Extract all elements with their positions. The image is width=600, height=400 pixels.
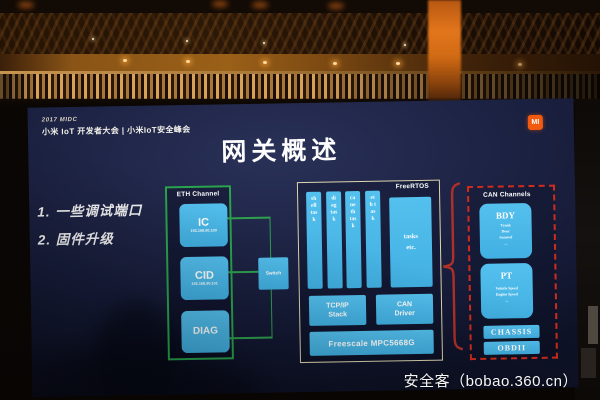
bdy-item-sunroof: Sunroof xyxy=(499,235,513,240)
bdy-more: ... xyxy=(504,241,508,246)
task-column-diag: diag task xyxy=(326,191,343,289)
node-ic-ip: 192.168.90.100 xyxy=(190,228,217,234)
connector-diag-switch xyxy=(229,336,273,339)
ceiling-light xyxy=(333,62,337,65)
node-obdii: OBDII xyxy=(483,340,540,355)
can-channels-label: CAN Channels xyxy=(483,191,531,199)
connector-ic-switch-vertical xyxy=(268,216,272,259)
ceiling-light xyxy=(123,59,127,62)
slide-title: 网关概述 xyxy=(221,136,342,167)
tasks-etc-box: tasks etc. xyxy=(389,196,433,288)
task-column-shell-text: shell task xyxy=(310,195,318,223)
ceiling-glow xyxy=(212,1,228,7)
task-column-caneth: caneth task xyxy=(345,190,362,289)
task-column-shell: shell task xyxy=(306,191,323,289)
light-reflection-strip xyxy=(428,0,461,104)
ceiling-glow xyxy=(252,2,268,8)
connector-cid-switch xyxy=(228,270,259,273)
event-badge: 2017 MIDC xyxy=(41,116,78,124)
freescale-chip-box: Freescale MPC5668G xyxy=(309,329,434,356)
node-pt-name: PT xyxy=(500,270,513,281)
ceiling-light xyxy=(396,62,400,65)
chair-back xyxy=(588,306,598,344)
ceiling-gold-line xyxy=(0,71,600,74)
can-brace-connector-icon xyxy=(443,182,464,351)
node-pt: PT Vehicle Speed Engine Speed ... xyxy=(480,263,534,319)
task-column-diag-text: diag task xyxy=(330,195,338,223)
node-diag: DIAG xyxy=(181,310,230,354)
tcpip-stack-box: TCP/IP Stack xyxy=(308,294,367,326)
node-cid: CID 192.168.90.101 xyxy=(180,256,229,301)
node-ic: IC 192.168.90.100 xyxy=(179,203,228,248)
ceiling-glow xyxy=(18,2,34,8)
node-bdy-items: Trunk Door Sunroof ... xyxy=(499,223,512,247)
task-column-caneth-text: caneth task xyxy=(349,195,357,229)
tasks-etc-text: tasks etc. xyxy=(403,232,418,252)
eth-channel-label: ETH Channel xyxy=(176,190,220,199)
node-diag-name: DIAG xyxy=(192,325,219,337)
watermark: 安全客（bobao.360.cn） xyxy=(403,373,578,390)
can-driver-text: CAN Driver xyxy=(394,301,415,318)
connector-ic-switch xyxy=(227,216,271,219)
bullet-firmware-upgrade: 2. 固件升级 xyxy=(37,231,114,248)
freertos-label: FreeRTOS xyxy=(395,182,430,191)
task-column-eth: eth task xyxy=(365,190,382,288)
switch-node: Switch xyxy=(258,257,289,290)
ceiling-glint xyxy=(263,42,265,44)
ceiling-light xyxy=(518,63,522,66)
node-pt-items: Vehicle Speed Engine Speed ... xyxy=(496,286,519,304)
ceiling-glow xyxy=(328,3,344,9)
node-ic-name: IC xyxy=(197,216,210,229)
node-cid-ip: 192.168.90.101 xyxy=(191,281,218,287)
ceiling-light xyxy=(263,61,267,64)
ceiling-glint xyxy=(404,44,406,46)
ceiling xyxy=(0,0,600,108)
task-column-eth-text: eth task xyxy=(369,194,376,222)
node-bdy: BDY Trunk Door Sunroof ... xyxy=(479,203,533,259)
ceiling-light xyxy=(186,60,190,63)
can-driver-box: CAN Driver xyxy=(375,293,434,325)
chair-back xyxy=(581,348,596,378)
tcpip-stack-text: TCP/IP Stack xyxy=(326,302,349,319)
ceiling-glint xyxy=(92,38,94,40)
ceiling-pattern-upper xyxy=(0,13,600,54)
pt-more: ... xyxy=(505,298,509,303)
node-bdy-name: BDY xyxy=(495,210,516,221)
bullet-debug-ports: 1. 一些调试端口 xyxy=(37,202,143,220)
node-chassis: CHASSIS xyxy=(483,324,540,339)
node-cid-name: CID xyxy=(194,269,215,282)
slide: 2017 MIDC 小米 IoT 开发者大会 | 小米IoT安全峰会 MI 网关… xyxy=(27,98,579,397)
ceiling-glint xyxy=(186,40,188,42)
connector-diag-switch-vertical xyxy=(270,289,273,338)
ceiling-chevron-fade xyxy=(0,74,600,99)
